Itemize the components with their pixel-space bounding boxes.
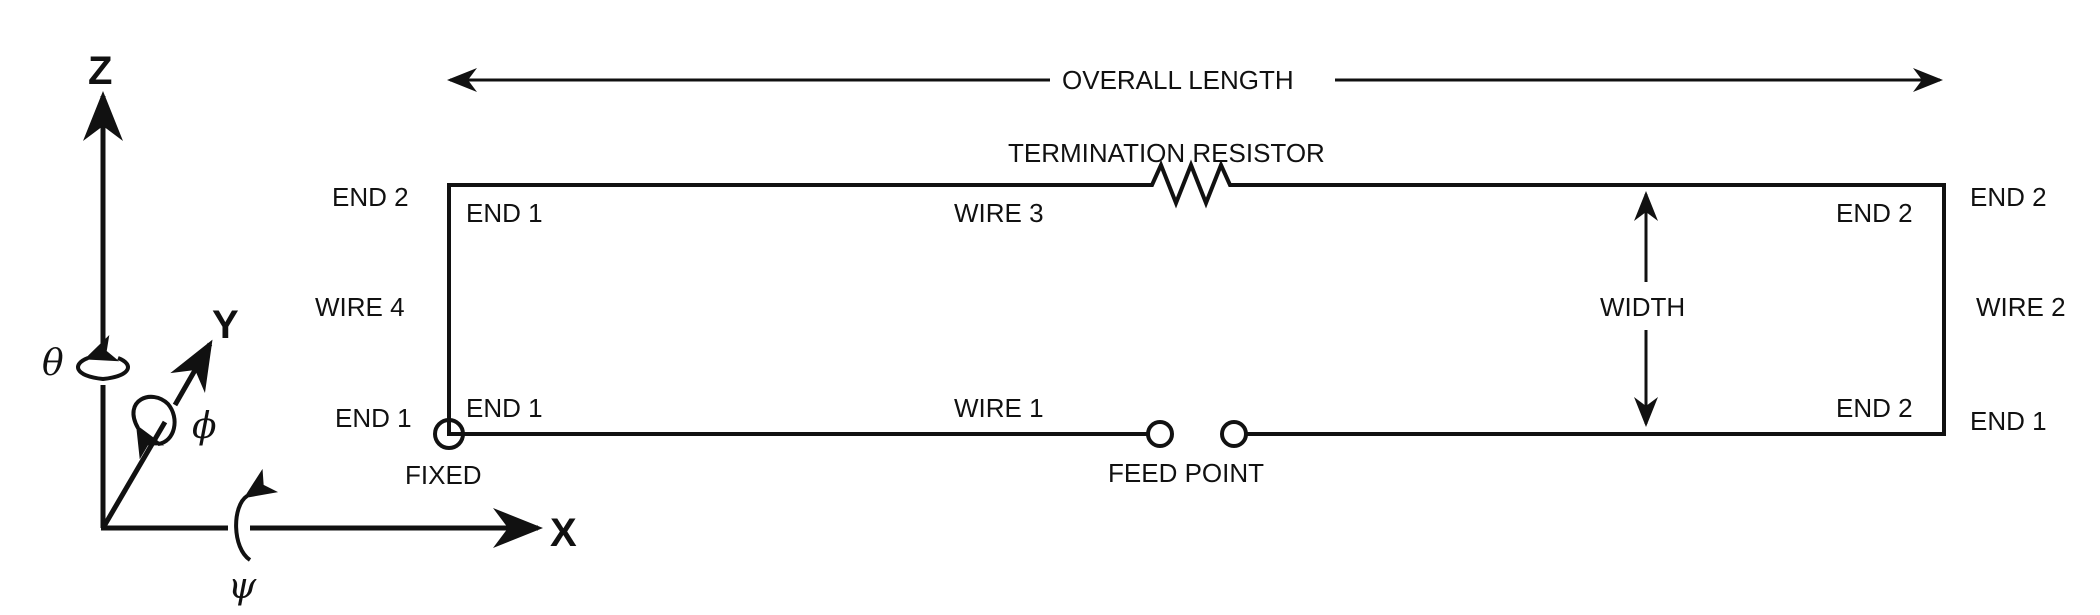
psi-label: ψ xyxy=(228,566,257,607)
psi-rotation-icon xyxy=(234,468,279,562)
coordinate-system: Z X Y θ ϕ ψ xyxy=(42,49,577,607)
overall-length-dimension: OVERALL LENGTH xyxy=(447,65,1943,95)
wire-4-label: WIRE 4 xyxy=(315,292,405,322)
feed-point-label: FEED POINT xyxy=(1108,458,1264,488)
y-axis-upper xyxy=(170,339,213,407)
wire-3 xyxy=(447,159,1946,209)
inner-bottom-right-end-label: END 2 xyxy=(1836,393,1913,423)
inner-bottom-left-end-label: END 1 xyxy=(466,393,543,423)
wire-3-label: WIRE 3 xyxy=(954,198,1044,228)
wire-1-label: WIRE 1 xyxy=(954,393,1044,423)
feed-point-left-terminal xyxy=(1146,420,1174,448)
outer-right-bottom-end-label: END 1 xyxy=(1970,406,2047,436)
theta-label: θ xyxy=(42,343,64,384)
z-axis-label: Z xyxy=(88,49,112,93)
termination-resistor-label: TERMINATION RESISTOR xyxy=(1008,138,1325,168)
x-axis-label: X xyxy=(550,511,577,555)
outer-left-top-end-label: END 2 xyxy=(332,182,409,212)
antenna-loop: WIDTH xyxy=(433,159,1946,450)
y-axis-label: Y xyxy=(212,303,239,347)
feed-point-right-terminal xyxy=(1220,420,1248,448)
theta-rotation-icon xyxy=(76,335,130,382)
overall-length-label: OVERALL LENGTH xyxy=(1062,65,1294,95)
fixed-label: FIXED xyxy=(405,460,482,490)
inner-top-left-end-label: END 1 xyxy=(466,198,543,228)
wire-2-label: WIRE 2 xyxy=(1976,292,2066,322)
phi-label: ϕ xyxy=(192,406,217,447)
inner-top-right-end-label: END 2 xyxy=(1836,198,1913,228)
phi-rotation-icon xyxy=(131,394,177,460)
fixed-point-icon xyxy=(433,418,465,450)
width-label: WIDTH xyxy=(1600,292,1685,322)
outer-right-top-end-label: END 2 xyxy=(1970,182,2047,212)
outer-left-bottom-end-label: END 1 xyxy=(335,403,412,433)
y-axis xyxy=(100,420,168,530)
